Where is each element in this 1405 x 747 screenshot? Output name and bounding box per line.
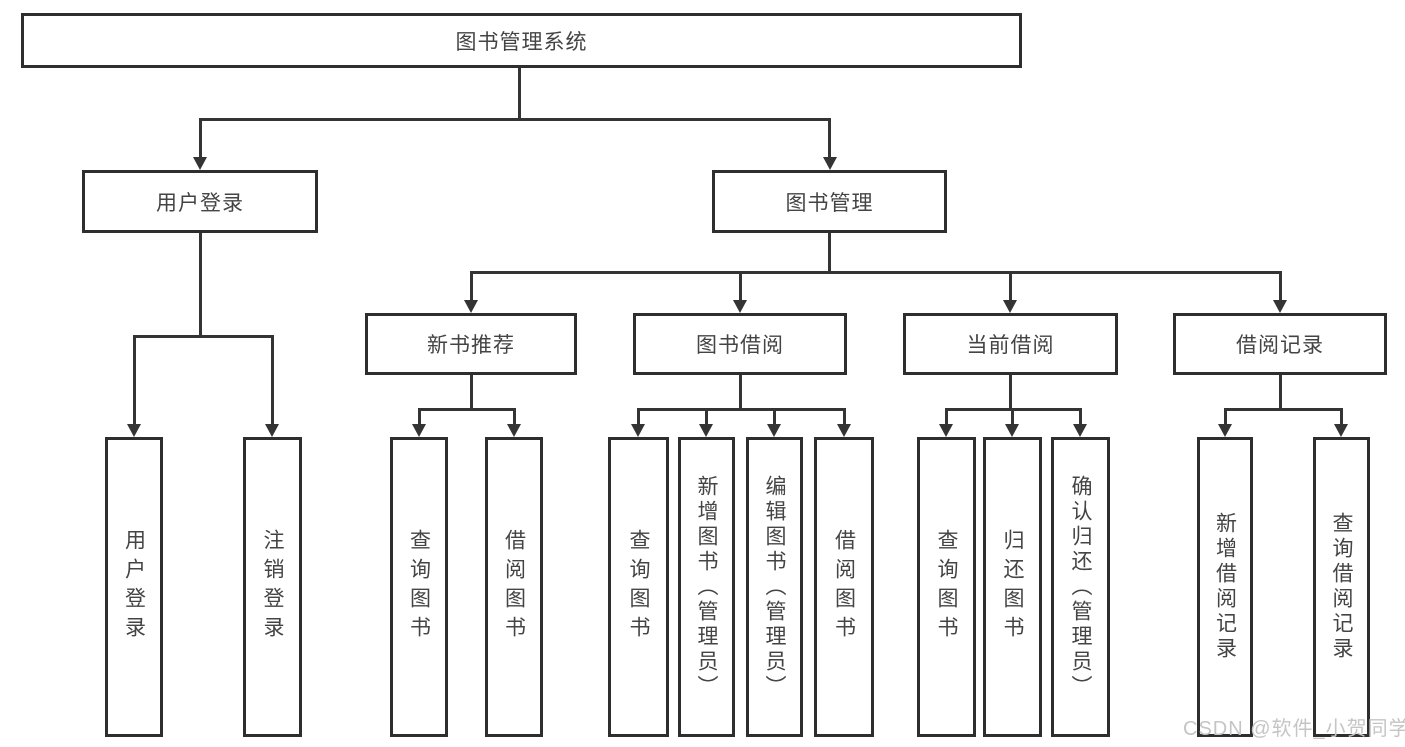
node-label: 新增图书（管理员） (695, 474, 718, 700)
node-label: 归还图书 (1001, 529, 1024, 645)
node-current-borrow: 当前借阅 (903, 313, 1118, 375)
arrow-head (939, 424, 953, 437)
connector-line (418, 408, 421, 424)
leaf-logout: 注销登录 (243, 437, 302, 737)
arrow-head (1003, 300, 1017, 313)
connector-line (133, 335, 136, 424)
arrow-head (127, 424, 141, 437)
node-label: 新书推荐 (427, 334, 515, 357)
arrow-head (631, 424, 645, 437)
connector-line (470, 375, 473, 408)
connector-line (518, 68, 521, 118)
arrow-head (1334, 424, 1348, 437)
connector-line (1279, 271, 1282, 300)
leaf-query-borrow-record: 查询借阅记录 (1313, 437, 1370, 737)
node-label: 用户登录 (122, 529, 146, 645)
node-label: 用户登录 (156, 191, 244, 215)
connector-line (739, 375, 742, 408)
leaf-borrow-query-book: 查询图书 (608, 437, 669, 737)
leaf-recommend-query-book: 查询图书 (390, 437, 448, 737)
node-label: 新增借阅记录 (1213, 512, 1237, 662)
connector-line (513, 408, 516, 424)
node-label: 注销登录 (261, 529, 284, 645)
connector-line (199, 118, 202, 157)
connector-line (1340, 408, 1343, 424)
arrow-head (699, 424, 713, 437)
leaf-current-query-book: 查询图书 (917, 437, 976, 737)
arrow-head (733, 300, 747, 313)
leaf-edit-book-admin: 编辑图书（管理员） (746, 437, 803, 737)
connector-line (418, 408, 516, 411)
connector-line (739, 271, 742, 300)
node-label: 查询图书 (407, 529, 431, 645)
connector-line (199, 233, 202, 335)
connector-line (828, 118, 831, 157)
arrow-head (1218, 424, 1232, 437)
node-user-login: 用户登录 (82, 170, 318, 233)
node-label: 借阅图书 (832, 529, 856, 645)
arrow-head (823, 157, 837, 170)
connector-line (1279, 375, 1282, 408)
connector-line (1011, 408, 1014, 424)
node-label: 借阅图书 (502, 529, 526, 645)
connector-line (773, 408, 776, 424)
leaf-add-book-admin: 新增图书（管理员） (678, 437, 735, 737)
node-label: 当前借阅 (966, 334, 1055, 357)
node-root-system: 图书管理系统 (21, 13, 1022, 68)
leaf-recommend-borrow-book: 借阅图书 (485, 437, 543, 737)
connector-line (1009, 375, 1012, 408)
node-borrow-record: 借阅记录 (1173, 313, 1387, 375)
leaf-return-book: 归还图书 (983, 437, 1042, 737)
connector-line (828, 233, 831, 271)
arrow-head (767, 424, 781, 437)
node-label: 图书管理 (785, 191, 874, 215)
arrow-head (412, 424, 426, 437)
node-label: 借阅记录 (1236, 334, 1324, 357)
arrow-head (507, 424, 521, 437)
connector-line (1009, 271, 1012, 300)
connector-line (271, 335, 274, 424)
connector-line (133, 335, 273, 338)
arrow-head (1005, 424, 1019, 437)
node-book-management: 图书管理 (712, 170, 947, 233)
connector-line (945, 408, 948, 424)
arrow-head (1073, 424, 1087, 437)
node-label: 查询借阅记录 (1330, 512, 1353, 662)
connector-line (199, 118, 830, 121)
arrow-head (193, 157, 207, 170)
arrow-head (837, 424, 851, 437)
connector-line (1224, 408, 1227, 424)
node-label: 查询图书 (935, 529, 958, 645)
connector-line (637, 408, 845, 411)
connector-line (1224, 408, 1343, 411)
node-label: 图书管理系统 (455, 30, 588, 54)
node-book-borrow: 图书借阅 (633, 313, 847, 375)
node-new-book-recommend: 新书推荐 (365, 313, 577, 375)
leaf-confirm-return-admin: 确认归还（管理员） (1051, 437, 1110, 737)
arrow-head (464, 300, 478, 313)
node-label: 查询图书 (627, 529, 650, 645)
connector-line (705, 408, 708, 424)
connector-line (637, 408, 640, 424)
node-label: 编辑图书（管理员） (763, 474, 786, 700)
leaf-user-login: 用户登录 (105, 437, 163, 737)
leaf-borrow-book: 借阅图书 (814, 437, 874, 737)
connector-line (470, 271, 1281, 274)
connector-line (1079, 408, 1082, 424)
arrow-head (265, 424, 279, 437)
connector-line (470, 271, 473, 300)
leaf-add-borrow-record: 新增借阅记录 (1197, 437, 1253, 737)
csdn-watermark: CSDN @软件_小贺同学 (1183, 718, 1405, 740)
connector-line (843, 408, 846, 424)
node-label: 图书借阅 (696, 334, 784, 357)
arrow-head (1273, 300, 1287, 313)
node-label: 确认归还（管理员） (1069, 474, 1092, 700)
